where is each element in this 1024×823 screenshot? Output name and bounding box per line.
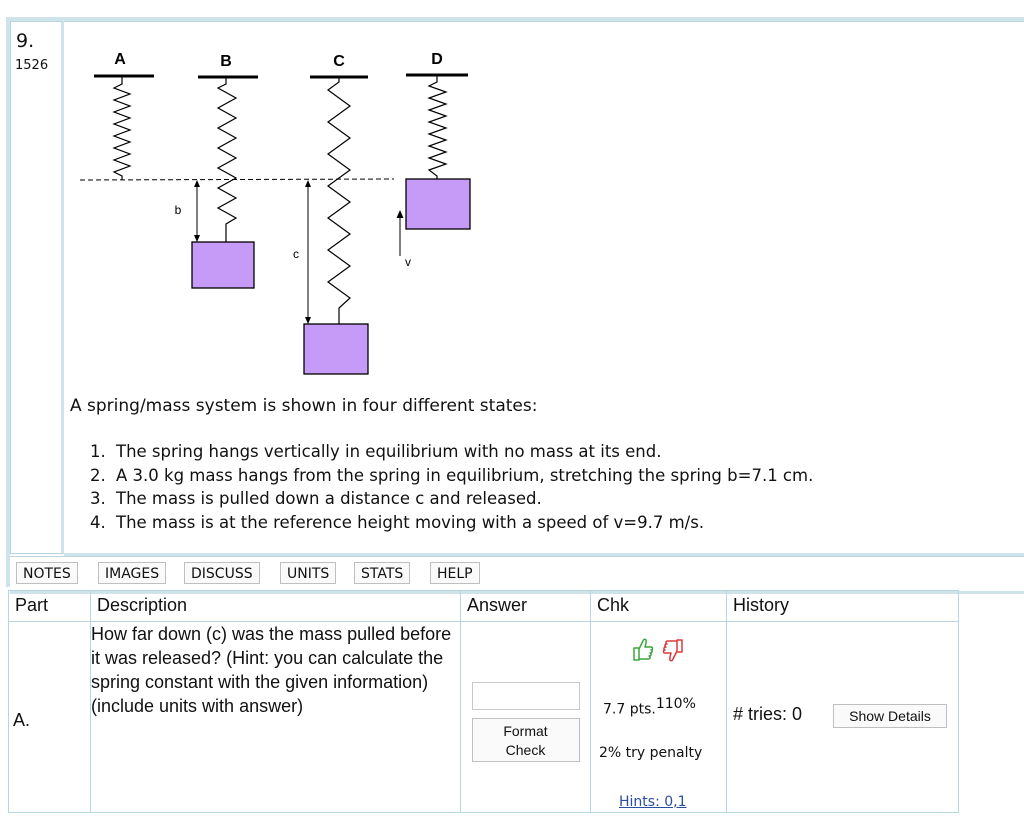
- answer-input[interactable]: [471, 682, 580, 710]
- format-check-button[interactable]: Format Check: [471, 718, 580, 762]
- header-answer: Answer: [460, 590, 591, 622]
- header-chk: Chk: [590, 590, 727, 622]
- question-number-cell: 9. 1526: [10, 21, 64, 554]
- mass-b: [191, 241, 255, 289]
- points-percent: 110%: [655, 696, 696, 712]
- table-header-row: Part Description Answer Chk History: [8, 590, 959, 622]
- arrow-c-head-bottom: [305, 317, 311, 324]
- history-cell: # tries: 0 Show Details: [726, 621, 959, 813]
- question-number: 9.: [16, 30, 35, 52]
- question-content-cell: [64, 21, 1024, 556]
- part-label: A.: [8, 621, 91, 813]
- answer-cell: Format Check: [460, 621, 591, 813]
- mass-c: [303, 323, 369, 375]
- arrow-c-head-top: [305, 180, 311, 187]
- frame-top: [8, 17, 1024, 21]
- spring-c: [326, 77, 352, 324]
- spring-diagram: A B C D b c v: [79, 51, 471, 375]
- frame-left: [6, 17, 10, 587]
- list-item: 3.The mass is pulled down a distance c a…: [90, 489, 542, 508]
- show-details-button[interactable]: Show Details: [833, 704, 947, 728]
- try-penalty: 2% try penalty: [599, 745, 703, 761]
- label-b: B: [220, 53, 232, 70]
- question-intro: A spring/mass system is shown in four di…: [70, 396, 538, 416]
- question-id: 1526: [15, 58, 49, 73]
- tab-stats[interactable]: STATS: [354, 562, 411, 584]
- spring-a: [112, 76, 132, 180]
- parts-table: Part Description Answer Chk History A. H…: [8, 590, 959, 813]
- tab-notes[interactable]: NOTES: [16, 562, 78, 584]
- table-row: A. How far down (c) was the mass pulled …: [8, 621, 959, 813]
- label-v: v: [405, 255, 411, 269]
- label-c: C: [333, 53, 345, 70]
- mass-d: [405, 178, 471, 230]
- arrow-v-head: [396, 210, 404, 218]
- part-description: How far down (c) was the mass pulled bef…: [90, 621, 461, 813]
- list-item: 2.A 3.0 kg mass hangs from the spring in…: [90, 465, 814, 485]
- tab-images[interactable]: IMAGES: [98, 562, 167, 584]
- reference-line: [79, 178, 395, 181]
- label-a: A: [114, 51, 126, 68]
- steps-list: 1.The spring hangs vertically in equilib…: [90, 440, 813, 534]
- label-c-distance: c: [293, 247, 299, 261]
- list-item: 1.The spring hangs vertically in equilib…: [90, 442, 662, 461]
- problem-row: 9. 1526: [10, 21, 1024, 556]
- points-text: 7.7 pts.110%: [603, 696, 696, 718]
- tab-discuss[interactable]: DISCUSS: [184, 562, 260, 584]
- hints-link[interactable]: Hints: 0,1: [619, 794, 687, 810]
- header-history: History: [726, 590, 959, 622]
- header-part: Part: [8, 590, 91, 622]
- arrow-b-head-bottom: [194, 235, 200, 242]
- arrow-b-head-top: [194, 180, 200, 187]
- header-description: Description: [90, 590, 461, 622]
- chk-cell: 7.7 pts.110% 2% try penalty Hints: 0,1: [590, 621, 727, 813]
- tab-help[interactable]: HELP: [430, 562, 480, 584]
- thumbs-up-icon[interactable]: [631, 636, 655, 662]
- label-d: D: [431, 51, 443, 68]
- thumbs-down-icon[interactable]: [661, 638, 685, 664]
- spring-b: [216, 77, 238, 242]
- list-item: 4.The mass is at the reference height mo…: [90, 512, 705, 532]
- label-b-distance: b: [175, 203, 182, 217]
- tries-count: # tries: 0: [733, 704, 803, 724]
- tab-units[interactable]: UNITS: [280, 562, 337, 584]
- spring-d: [427, 75, 448, 179]
